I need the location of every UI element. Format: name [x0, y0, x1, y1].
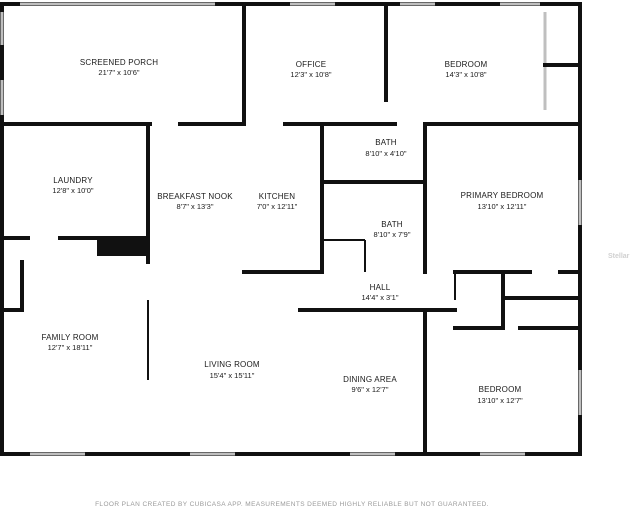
room-family-room: FAMILY ROOM 12'7" x 18'11"	[41, 333, 98, 352]
room-office: OFFICE 12'3" x 10'8"	[290, 60, 331, 79]
room-dining-area: DINING AREA 9'6" x 12'7"	[343, 375, 397, 394]
room-hall: HALL 14'4" x 3'1"	[362, 283, 399, 302]
room-dimensions: 12'3" x 10'8"	[290, 70, 331, 79]
room-name: BATH	[381, 220, 403, 229]
room-name: SCREENED PORCH	[80, 58, 158, 67]
room-name: BEDROOM	[479, 385, 522, 394]
room-bedroom-bottom: BEDROOM 13'10" x 12'7"	[477, 385, 523, 405]
room-dimensions: 7'0" x 12'11"	[257, 202, 298, 211]
room-dimensions: 8'10" x 7'9"	[374, 230, 411, 239]
room-primary-bedroom: PRIMARY BEDROOM 13'10" x 12'11"	[461, 191, 544, 211]
room-name: LIVING ROOM	[204, 360, 260, 369]
footer-disclaimer: FLOOR PLAN CREATED BY CUBICASA APP. MEAS…	[95, 501, 489, 508]
room-dimensions: 9'6" x 12'7"	[352, 385, 389, 394]
room-dimensions: 13'10" x 12'7"	[477, 396, 523, 405]
room-dimensions: 12'7" x 18'11"	[48, 343, 93, 352]
room-name: DINING AREA	[343, 375, 397, 384]
appliance-block	[97, 238, 147, 256]
room-name: BATH	[375, 138, 397, 147]
interior-walls	[0, 2, 582, 456]
room-bath-top: BATH 8'10" x 4'10"	[365, 138, 406, 158]
room-name: OFFICE	[296, 60, 327, 69]
room-name: BREAKFAST NOOK	[157, 192, 233, 201]
watermark-logo: Stellar	[608, 253, 630, 260]
room-dimensions: 8'7" x 13'3"	[177, 202, 214, 211]
room-name: PRIMARY BEDROOM	[461, 191, 544, 200]
room-laundry: LAUNDRY 12'8" x 10'0"	[52, 176, 93, 195]
room-kitchen: KITCHEN 7'0" x 12'11"	[257, 192, 298, 211]
room-dimensions: 12'8" x 10'0"	[52, 186, 93, 195]
room-bath-mid: BATH 8'10" x 7'9"	[374, 220, 411, 239]
room-living-room: LIVING ROOM 15'4" x 15'11"	[204, 360, 260, 380]
room-dimensions: 15'4" x 15'11"	[210, 371, 255, 380]
room-breakfast-nook: BREAKFAST NOOK 8'7" x 13'3"	[157, 192, 233, 211]
room-dimensions: 8'10" x 4'10"	[365, 149, 406, 158]
room-name: KITCHEN	[259, 192, 296, 201]
room-dimensions: 14'4" x 3'1"	[362, 293, 399, 302]
room-name: BEDROOM	[445, 60, 488, 69]
room-screened-porch: SCREENED PORCH 21'7" x 10'6"	[80, 58, 158, 77]
room-name: LAUNDRY	[53, 176, 93, 185]
room-name: FAMILY ROOM	[41, 333, 98, 342]
room-dimensions: 21'7" x 10'6"	[98, 68, 139, 77]
room-name: HALL	[370, 283, 391, 292]
room-dimensions: 14'3" x 10'8"	[445, 70, 486, 79]
room-dimensions: 13'10" x 12'11"	[478, 202, 527, 211]
room-bedroom-top: BEDROOM 14'3" x 10'8"	[445, 60, 488, 79]
